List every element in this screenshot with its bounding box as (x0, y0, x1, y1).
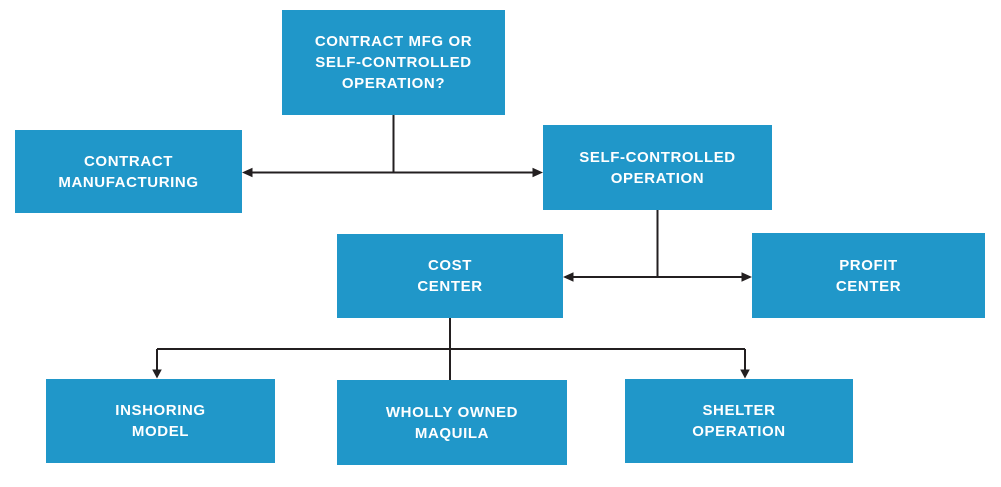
node-label: WHOLLY OWNED MAQUILA (385, 403, 519, 442)
node-label: SHELTER OPERATION (692, 402, 786, 440)
node-profit-center: PROFIT CENTER (752, 233, 985, 318)
arrowhead-into-inshoring-model (152, 369, 162, 379)
node-contract-manufacturing: CONTRACT MANUFACTURING (15, 130, 242, 213)
node-label: PROFIT CENTER (835, 256, 902, 295)
node-wholly-owned-maquila: WHOLLY OWNED MAQUILA (337, 380, 567, 465)
node-shelter-operation: SHELTER OPERATION (625, 379, 853, 463)
arrowhead-into-shelter-operation (740, 369, 750, 379)
arrowhead-into-self-controlled (532, 167, 543, 178)
node-contract-mfg-or-self-controlled-question: CONTRACT MFG or SELF-CONTROLLED OPERATIO… (282, 10, 505, 115)
node-inshoring-model: INSHORING MODEL (46, 379, 275, 463)
node-self-controlled-operation: SELF-CONTROLLED OPERATION (543, 125, 772, 210)
arrowhead-into-cost-center (563, 272, 574, 282)
node-cost-center: COST CENTER (337, 234, 563, 318)
node-label: CONTRACT MFG or SELF-CONTROLLED OPERATIO… (314, 33, 473, 92)
node-label: CONTRACT MANUFACTURING (58, 152, 199, 191)
node-label: COST CENTER (417, 257, 483, 295)
node-label: SELF-CONTROLLED OPERATION (579, 148, 736, 187)
arrowhead-into-contract-manufacturing (242, 167, 253, 178)
arrowhead-into-profit-center (741, 272, 752, 282)
node-label: INSHORING MODEL (115, 402, 206, 440)
